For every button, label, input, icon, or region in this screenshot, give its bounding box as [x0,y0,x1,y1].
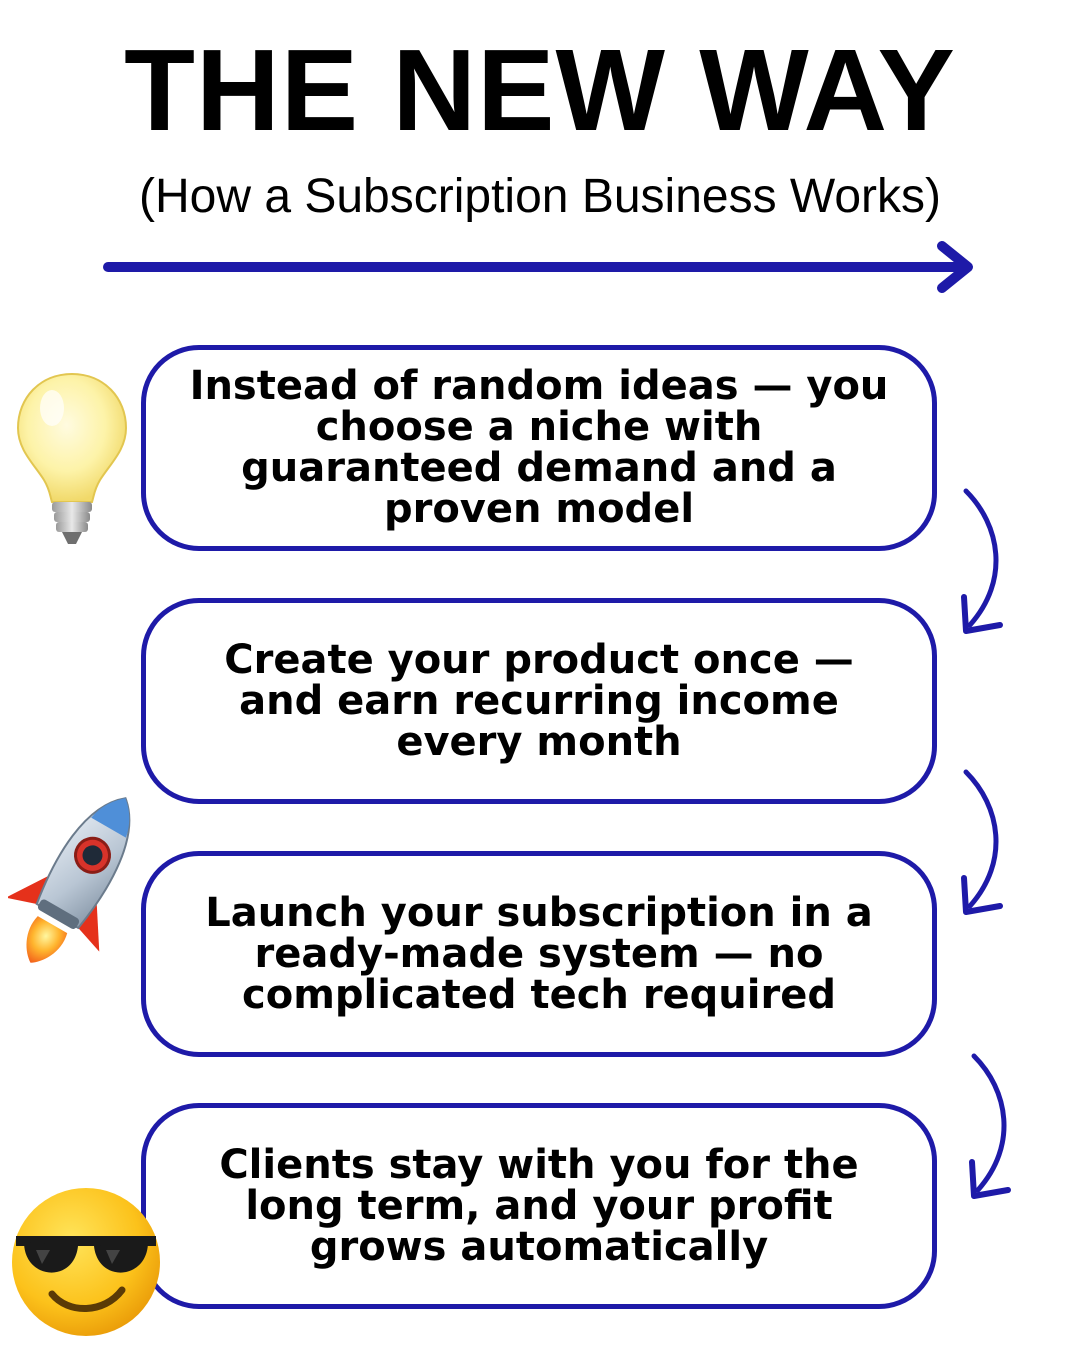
step-box-3: Launch your subscription in a ready-made… [141,851,937,1057]
page-title: THE NEW WAY [124,25,956,155]
step-text-4: Clients stay with you for the long term,… [219,1141,859,1270]
page-subtitle: (How a Subscription Business Works) [138,170,942,223]
curved-arrow-icon [961,488,1003,634]
step-box-1: Instead of random ideas — you choose a n… [141,345,937,551]
light-bulb-icon [16,372,128,544]
step-box-2: Create your product once — and earn recu… [141,598,937,804]
sunglasses-face-icon [12,1188,160,1336]
step-text-2: Create your product once — and earn recu… [224,636,854,765]
curved-arrow-icon [961,769,1003,915]
step-text-1: Instead of random ideas — you choose a n… [189,363,889,532]
step-box-4: Clients stay with you for the long term,… [141,1103,937,1309]
curved-arrow-icon [969,1053,1011,1199]
right-arrow-icon [103,241,973,293]
rocket-icon [8,797,131,963]
step-text-3: Launch your subscription in a ready-made… [205,889,873,1018]
